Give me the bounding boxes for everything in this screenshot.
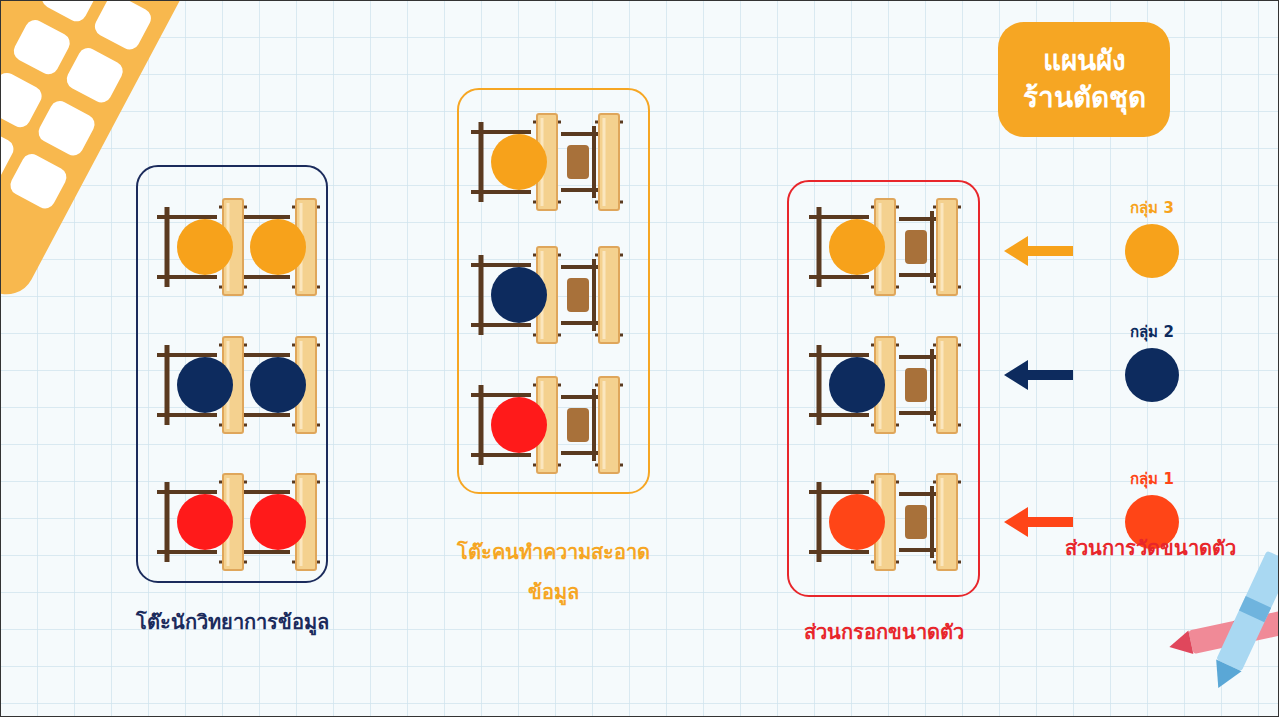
arrow-head bbox=[1004, 507, 1028, 537]
empty-chair bbox=[899, 211, 937, 283]
region-box: ส่วนกรอกขนาดตัว bbox=[787, 180, 980, 597]
arrow-head bbox=[1004, 360, 1028, 390]
title-box: แผนผัง ร้านตัดชุด bbox=[998, 22, 1170, 137]
calculator-body bbox=[0, 0, 281, 304]
group-circle bbox=[1125, 348, 1179, 402]
group-label: กลุ่ม 2 bbox=[1125, 322, 1179, 342]
person-dot bbox=[491, 397, 547, 453]
area-label: ส่วนการวัดขนาดตัว bbox=[1065, 534, 1236, 562]
calculator-key bbox=[35, 98, 98, 159]
region-box: โต๊ะนักวิทยาการข้อมูล bbox=[136, 165, 328, 583]
calculator-key bbox=[0, 122, 17, 183]
desk bbox=[595, 377, 623, 473]
person-dot bbox=[177, 357, 233, 413]
calculator-key bbox=[10, 16, 73, 77]
calculator-key bbox=[91, 0, 154, 53]
data-scientist-desks bbox=[157, 199, 320, 570]
desk bbox=[933, 199, 961, 295]
arrow-shaft bbox=[1024, 246, 1073, 256]
arrow-connector bbox=[1004, 236, 1073, 266]
person-dot bbox=[829, 494, 885, 550]
arrow-shaft bbox=[1024, 517, 1073, 527]
arrow-head bbox=[1004, 236, 1028, 266]
group-node: กลุ่ม 2 bbox=[1125, 322, 1179, 402]
empty-chair bbox=[561, 259, 599, 331]
empty-chair bbox=[561, 126, 599, 198]
arrow-connector bbox=[1004, 507, 1073, 537]
region-box: โต๊ะคนทำความสะอาด ข้อมูล bbox=[457, 88, 650, 494]
person-dot bbox=[491, 134, 547, 190]
crayon-band bbox=[1239, 596, 1271, 622]
size-entry-desks bbox=[809, 199, 961, 570]
person-dot bbox=[177, 219, 233, 275]
region-label: โต๊ะคนทำความสะอาด ข้อมูล bbox=[455, 532, 652, 612]
region-label: ส่วนกรอกขนาดตัว bbox=[804, 618, 964, 646]
empty-chair bbox=[899, 349, 937, 421]
arrow-shaft bbox=[1024, 370, 1073, 380]
calculator-key bbox=[0, 69, 45, 130]
crayon-tip bbox=[1167, 631, 1194, 659]
desk bbox=[933, 474, 961, 570]
empty-chair bbox=[899, 486, 937, 558]
calculator-key bbox=[7, 151, 70, 212]
data-cleaner-desks bbox=[471, 114, 623, 473]
crayon-tip bbox=[1206, 659, 1242, 693]
arrow-connector bbox=[1004, 360, 1073, 390]
crayon-body bbox=[1216, 551, 1279, 672]
calculator-key bbox=[63, 45, 126, 106]
group-circle bbox=[1125, 224, 1179, 278]
person-dot bbox=[250, 357, 306, 413]
person-dot bbox=[491, 267, 547, 323]
person-dot bbox=[177, 494, 233, 550]
crayon-illustration bbox=[1206, 551, 1279, 694]
desk bbox=[595, 247, 623, 343]
calculator-key bbox=[38, 0, 101, 25]
empty-chair bbox=[561, 389, 599, 461]
desk bbox=[595, 114, 623, 210]
calculator-illustration bbox=[0, 0, 281, 304]
person-dot bbox=[829, 357, 885, 413]
group-label: กลุ่ม 1 bbox=[1125, 469, 1179, 489]
region-label: โต๊ะนักวิทยาการข้อมูล bbox=[136, 608, 329, 636]
person-dot bbox=[250, 494, 306, 550]
group-label: กลุ่ม 3 bbox=[1125, 198, 1179, 218]
person-dot bbox=[829, 219, 885, 275]
title-text: แผนผัง ร้านตัดชุด bbox=[1020, 43, 1148, 116]
desk bbox=[933, 337, 961, 433]
person-dot bbox=[250, 219, 306, 275]
group-node: กลุ่ม 3 bbox=[1125, 198, 1179, 278]
